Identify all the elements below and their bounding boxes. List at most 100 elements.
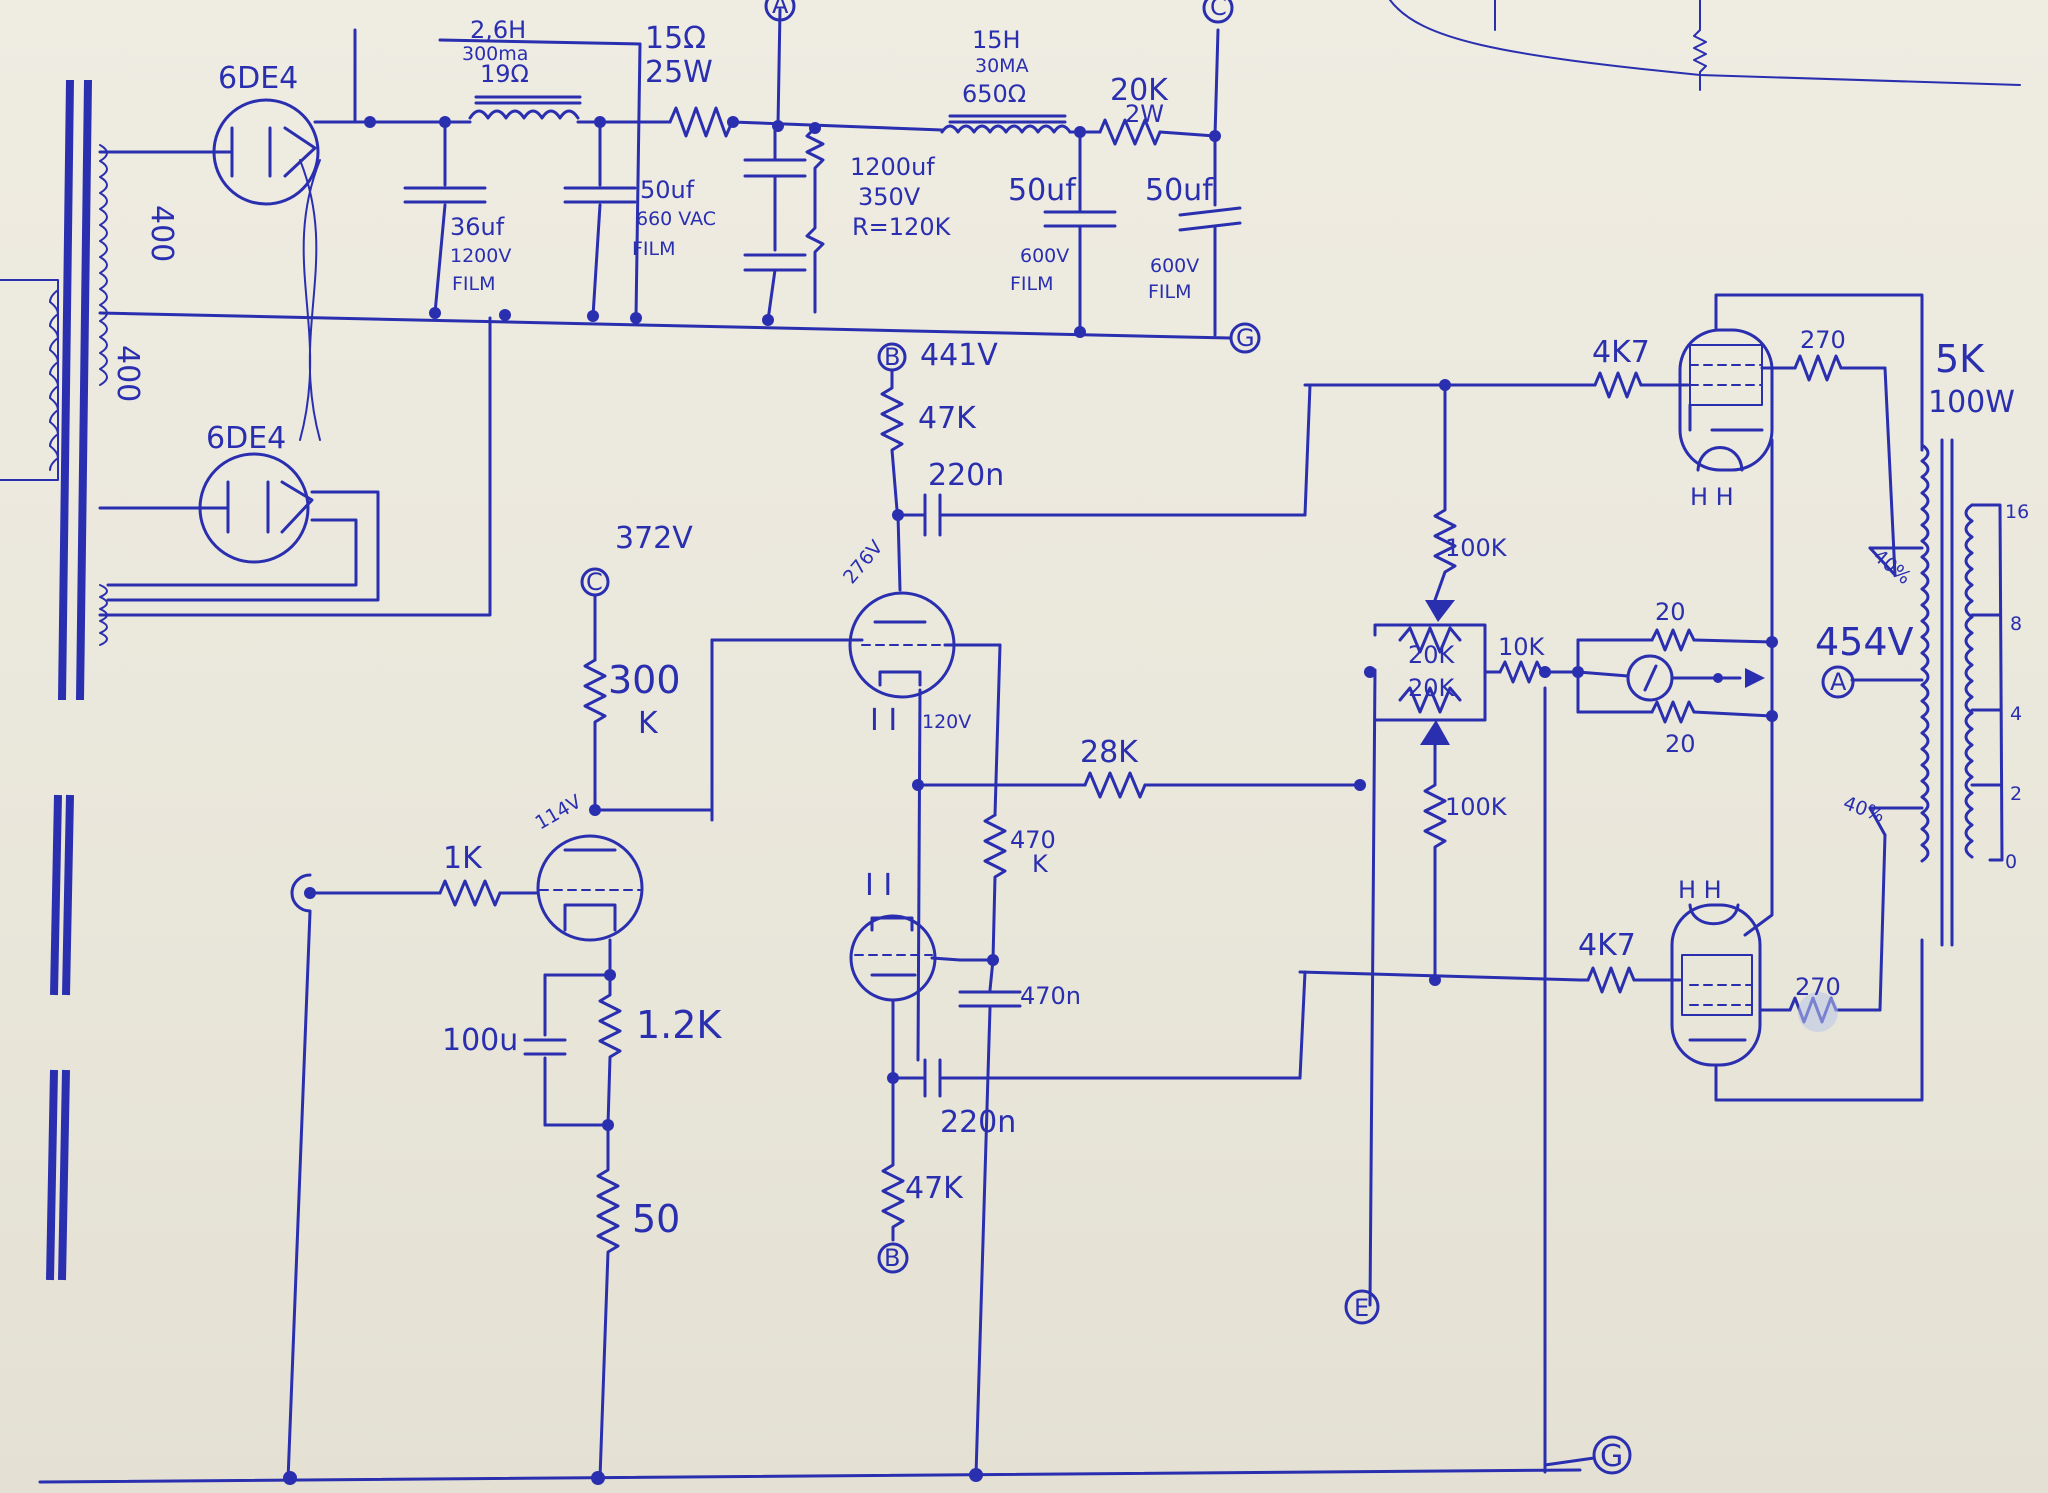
sec-tap-4: 4	[2010, 703, 2022, 725]
cap3-bleeder: R=120K	[852, 213, 952, 241]
supply-capacitors	[403, 120, 1242, 337]
node-a-mid: A	[1830, 668, 1847, 696]
cap5-value: 50uf	[1145, 173, 1214, 208]
voltage-276: 276V	[839, 536, 888, 588]
bias-network	[958, 813, 1022, 1482]
sec-tap-2: 2	[2010, 783, 2022, 805]
tap-label-lower: 400	[110, 345, 145, 402]
output-tube-top	[1443, 293, 1924, 722]
r50-label: 50	[632, 1197, 680, 1241]
r470k-unit: K	[1032, 850, 1049, 878]
voltage-120: 120V	[922, 711, 971, 733]
supply-rail	[98, 8, 1232, 340]
choke1-value: 2,6H	[470, 16, 526, 44]
cap4-type: FILM	[1010, 273, 1054, 295]
r10k-label: 10K	[1498, 633, 1546, 661]
r100k-top-label: 100K	[1445, 534, 1508, 562]
cap1-type: FILM	[452, 273, 496, 295]
r4k7-top-label: 4K7	[1592, 335, 1650, 370]
voltage-b: 441V	[920, 338, 998, 373]
rectifier-tube-bottom	[98, 159, 492, 617]
balance-network	[1298, 379, 1584, 1325]
choke1-current: 300ma	[462, 43, 528, 65]
cap1-voltage: 1200V	[450, 245, 511, 267]
ot-tap-upper: 40%	[1869, 545, 1915, 589]
choke2-value: 15H	[972, 26, 1021, 54]
cap4-voltage: 600V	[1020, 245, 1069, 267]
r300k-unit: K	[638, 706, 659, 741]
series-resistor-value: 15Ω	[645, 21, 706, 56]
ground-rail-bottom	[38, 686, 1632, 1484]
r100k-bottom-label: 100K	[1445, 793, 1508, 821]
r20-bottom-label: 20	[1665, 730, 1696, 758]
top-nodes: A C G	[764, 0, 1261, 354]
node-b-bottom: B	[884, 1244, 900, 1272]
r20k-value: 20K	[1110, 73, 1169, 108]
cap470n-label: 470n	[1020, 982, 1081, 1010]
voltage-c: 372V	[615, 521, 693, 556]
series-resistor-power: 25W	[645, 55, 713, 90]
cap100u-label: 100u	[442, 1023, 518, 1058]
r1-2k-label: 1.2K	[636, 1003, 722, 1047]
supply-labels: 2,6H 300ma 19Ω 15Ω 25W 36uf 1200V FILM 5…	[450, 16, 1214, 303]
meter-circuit	[1576, 628, 1778, 724]
r1k-label: 1K	[443, 841, 483, 876]
voltage-a: 454V	[1815, 620, 1914, 664]
filament-mark-low: I I	[865, 868, 892, 903]
sketch-resistor	[1494, 0, 1707, 91]
r470k-value: 470	[1010, 826, 1056, 854]
choke2-current: 30MA	[975, 55, 1029, 77]
heater-top-label: H H	[1690, 483, 1734, 511]
r270-top-label: 270	[1800, 326, 1846, 354]
node-a-top: A	[772, 0, 789, 19]
rectifier-tube-top	[98, 98, 320, 206]
cap1-value: 36uf	[450, 213, 505, 241]
heater-bottom-label: H H	[1678, 876, 1722, 904]
cap5-voltage: 600V	[1150, 255, 1199, 277]
cap2-value: 50uf	[640, 176, 695, 204]
output-transformer	[1821, 438, 2004, 947]
cap2-type: FILM	[632, 238, 676, 260]
tap-label-upper: 400	[144, 205, 179, 262]
rectifier-top-label: 6DE4	[218, 61, 298, 96]
r20k-power: 2W	[1125, 100, 1164, 128]
cap2-voltage: 660 VAC	[636, 208, 716, 230]
cap3-value: 1200uf	[850, 153, 935, 181]
r47k-bottom-label: 47K	[905, 1171, 964, 1206]
choke2-resistance: 650Ω	[962, 80, 1026, 108]
lower-triode	[849, 914, 1307, 1274]
node-c-top: C	[1210, 0, 1227, 21]
node-c-mid: C	[586, 568, 603, 596]
r20-top-label: 20	[1655, 598, 1686, 626]
cap220n-bottom-label: 220n	[940, 1105, 1016, 1140]
ot-power: 100W	[1928, 385, 2015, 420]
voltage-114: 114V	[532, 791, 586, 835]
rectifier-bottom-label: 6DE4	[206, 421, 286, 456]
ot-impedance: 5K	[1935, 337, 1985, 381]
cap5-type: FILM	[1148, 281, 1192, 303]
r28k-label: 28K	[1080, 735, 1139, 770]
sketch-curve	[1389, 0, 2021, 86]
filament-mark-mid: I I	[870, 703, 897, 738]
r270-bottom-label: 270	[1795, 973, 1841, 1001]
choke1-resistance: 19Ω	[480, 60, 529, 88]
cap220n-top-label: 220n	[928, 458, 1004, 493]
r4k7-bottom-label: 4K7	[1578, 928, 1636, 963]
ot-tap-lower: 40%	[1840, 792, 1887, 827]
r300k-value: 300	[608, 658, 681, 702]
power-transformer	[0, 79, 108, 1281]
output-tube-bottom	[1578, 718, 1924, 1102]
b-node-group: B	[877, 342, 1312, 592]
cap4-value: 50uf	[1008, 173, 1077, 208]
sec-tap-16: 16	[2005, 501, 2029, 523]
pot20k-b-label: 20K	[1408, 674, 1456, 702]
pot20k-a-label: 20K	[1408, 641, 1456, 669]
cap3-voltage: 350V	[858, 183, 921, 211]
sec-tap-8: 8	[2010, 613, 2022, 635]
node-e: E	[1354, 1294, 1369, 1322]
node-b-top: B	[884, 343, 900, 371]
r47k-top-label: 47K	[918, 401, 977, 436]
node-g-top: G	[1236, 324, 1255, 352]
